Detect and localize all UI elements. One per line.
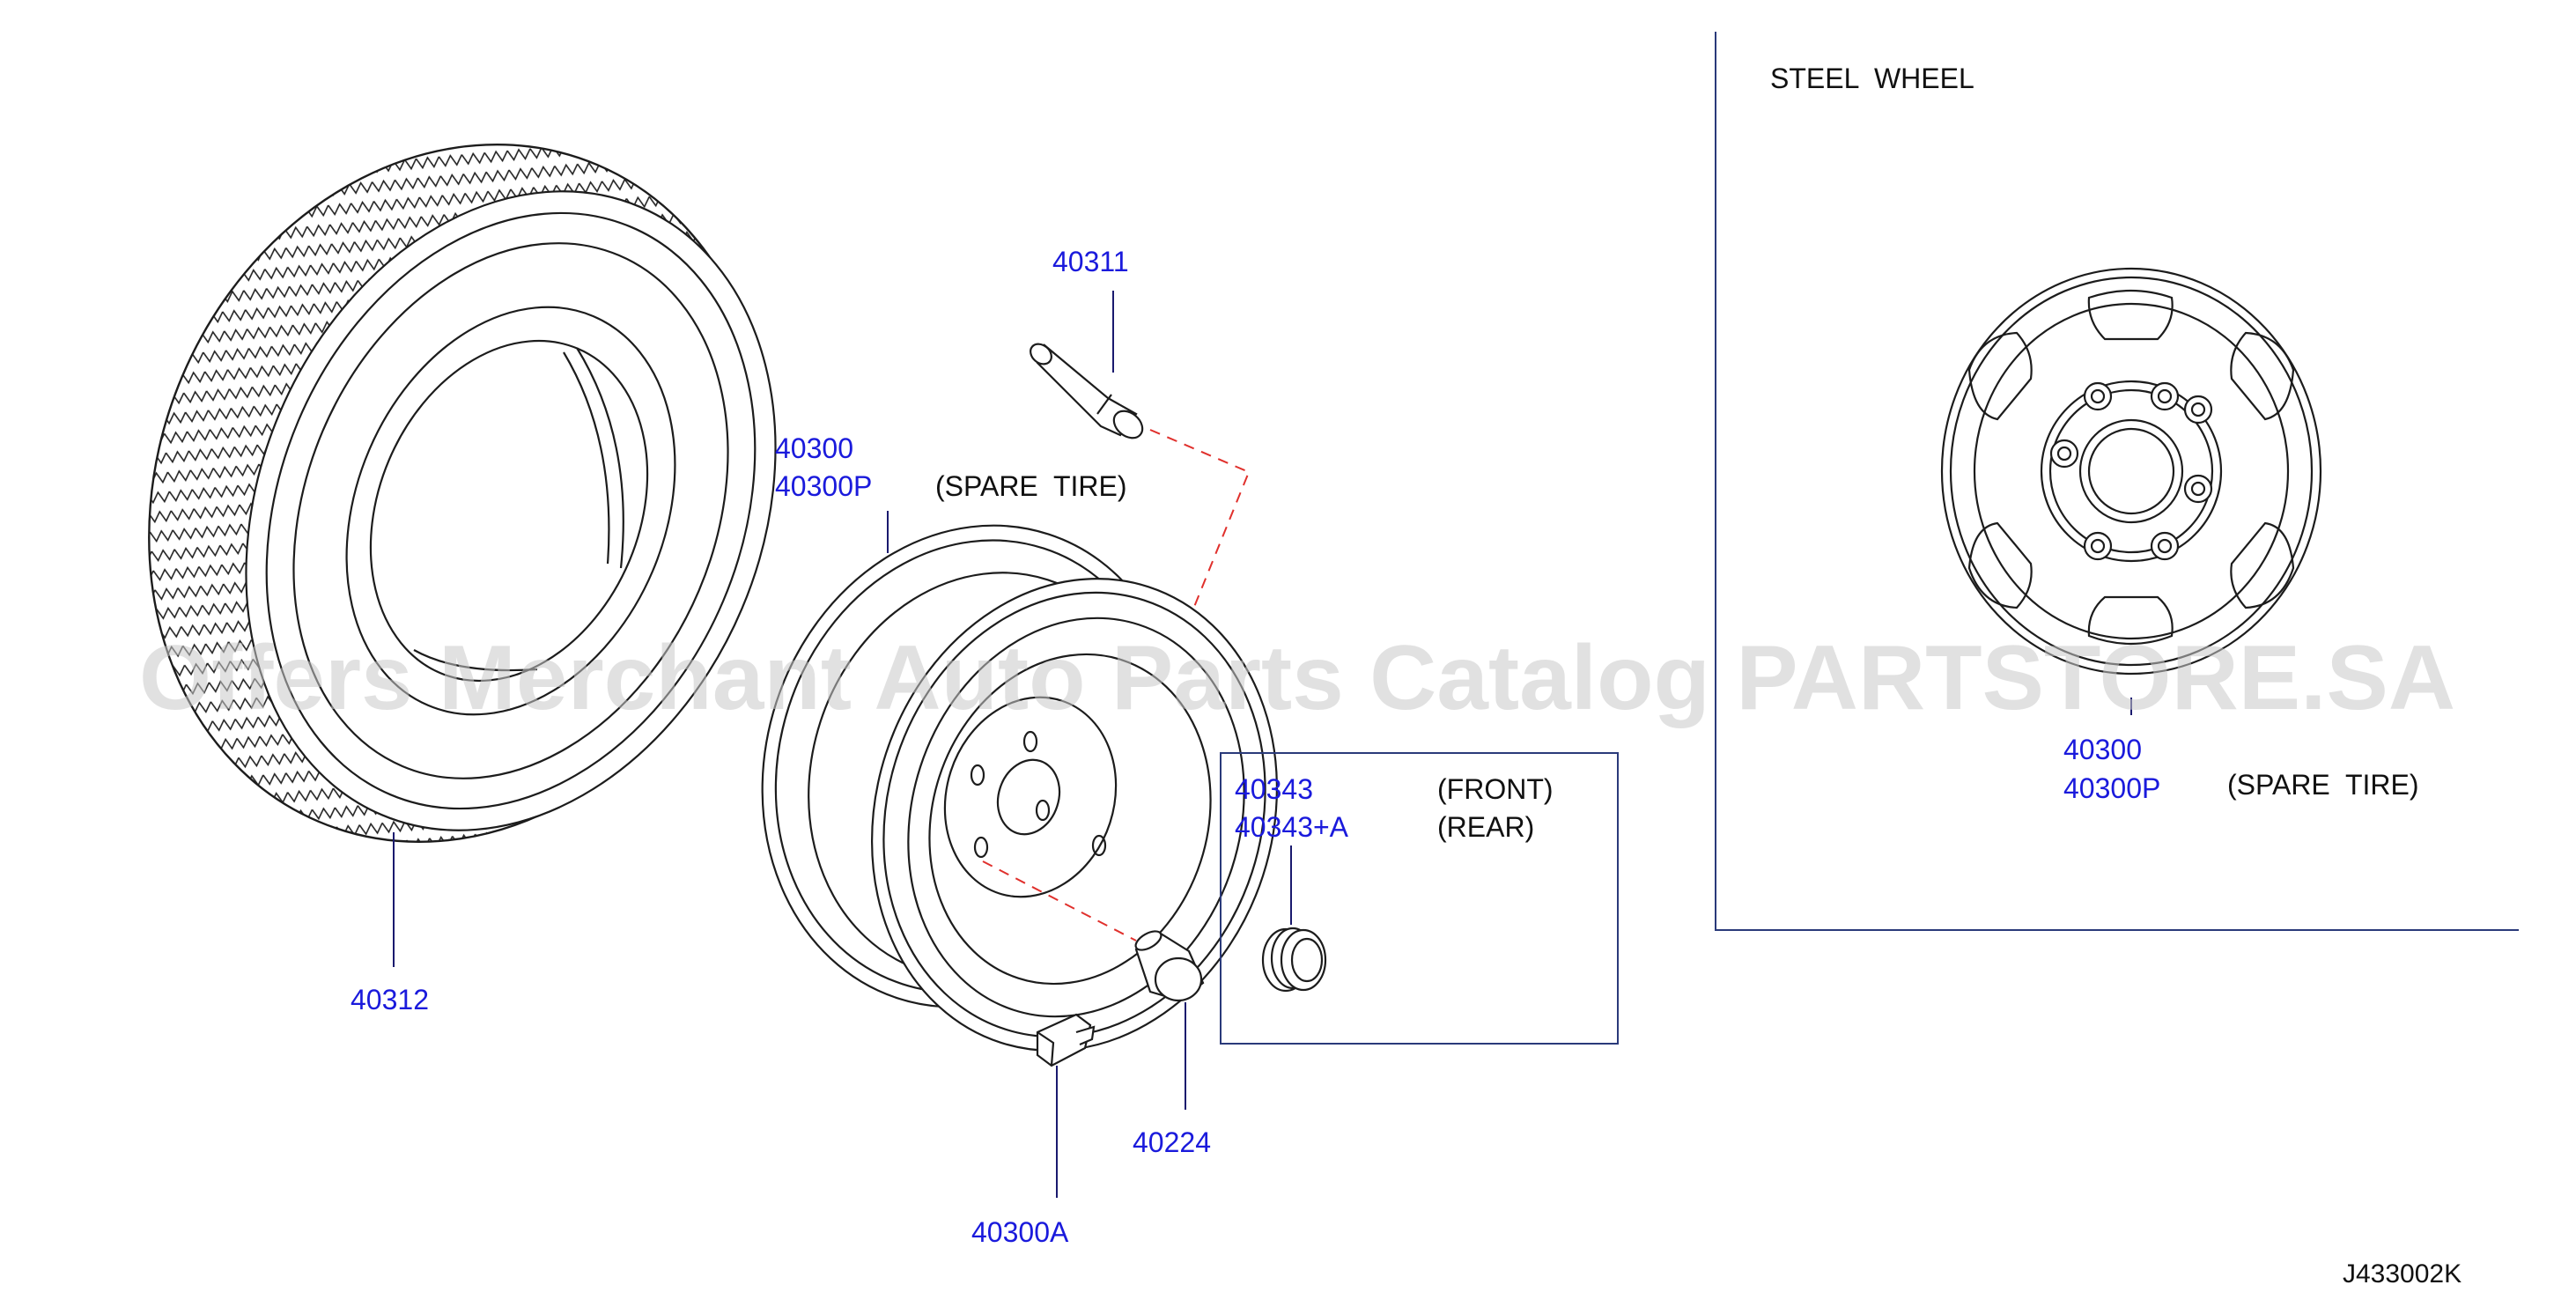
weight-part-number[interactable]: 40300A <box>971 1216 1069 1248</box>
steel-wheel-part-number-p[interactable]: 40300P <box>2063 772 2160 804</box>
cap-parts-box <box>1220 752 1619 1045</box>
nut-guide-line <box>982 860 1137 941</box>
valve-stem-drawing <box>1030 343 1144 439</box>
wheel-nut-drawing <box>1134 930 1205 1002</box>
nut-part-number[interactable]: 40224 <box>1133 1126 1211 1158</box>
balance-weight-drawing <box>1036 1013 1096 1067</box>
spare-wheel-drawing <box>761 524 1279 1052</box>
steel-wheel-panel-border <box>1715 32 2519 931</box>
steel-wheel-drawing <box>1940 267 2322 676</box>
steel-wheel-part-number[interactable]: 40300 <box>2063 734 2142 765</box>
hub-cap-drawing <box>1261 927 1327 993</box>
steel-wheel-note: (SPARE TIRE) <box>2227 769 2419 801</box>
cap-rear-part-number[interactable]: 40343+A <box>1235 811 1349 843</box>
tire-part-number[interactable]: 40312 <box>351 984 429 1015</box>
diagram-code: J433002K <box>2343 1259 2462 1289</box>
spare-wheel-note: (SPARE TIRE) <box>935 470 1127 502</box>
spare-wheel-part-number[interactable]: 40300 <box>775 432 853 464</box>
tire-drawing <box>148 144 777 843</box>
cap-rear-note: (REAR) <box>1437 811 1534 843</box>
cap-front-note: (FRONT) <box>1437 773 1554 805</box>
watermark: Offers Merchant Auto Parts Catalog PARTS… <box>139 627 2455 729</box>
spare-wheel-part-number-p[interactable]: 40300P <box>775 470 872 502</box>
valve-part-number[interactable]: 40311 <box>1052 246 1129 277</box>
steel-wheel-title: STEEL WHEEL <box>1770 63 1974 94</box>
cap-front-part-number[interactable]: 40343 <box>1235 773 1313 805</box>
